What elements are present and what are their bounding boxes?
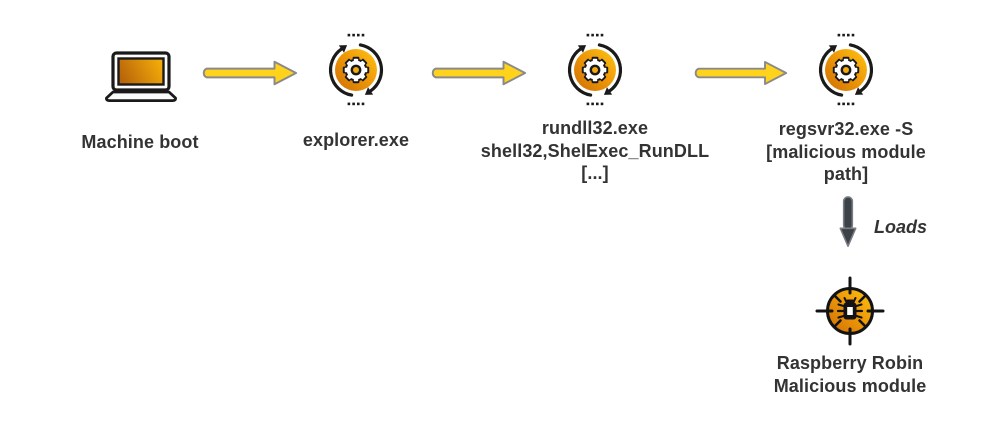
process-sync-gear-icon [816, 32, 876, 108]
laptop-icon [103, 51, 179, 103]
label-line: rundll32.exe [541, 118, 649, 138]
flow-arrow-icon [690, 58, 790, 88]
label-line: [malicious module [766, 141, 926, 162]
label-line: path] [823, 164, 869, 184]
malware-target-bug-icon [814, 275, 886, 347]
node-label-machine-boot: Machine boot [20, 131, 260, 154]
node-label-raspberry-robin: Raspberry Robin Malicious module [730, 352, 970, 397]
flow-arrow-icon [198, 58, 300, 88]
edge-label-loads: Loads [874, 217, 928, 237]
flow-arrow-icon [427, 58, 529, 88]
process-sync-gear-icon [565, 32, 625, 108]
label-line: Raspberry Robin [776, 353, 924, 373]
process-sync-gear-icon [326, 32, 386, 108]
node-label-explorer: explorer.exe [236, 129, 476, 152]
label-line: [...] [581, 163, 609, 183]
label-line: Malicious module [773, 375, 927, 396]
loads-down-arrow-icon [837, 195, 859, 251]
label-line: Machine boot [81, 132, 199, 152]
label-line: regsvr32.exe -S [778, 119, 914, 139]
node-label-regsvr32: regsvr32.exe -S [malicious module path] [726, 118, 966, 186]
label-line: shell32,ShelExec_RunDLL [480, 140, 710, 161]
label-line: explorer.exe [302, 130, 410, 150]
node-label-rundll32: rundll32.exe shell32,ShelExec_RunDLL [..… [465, 117, 725, 185]
